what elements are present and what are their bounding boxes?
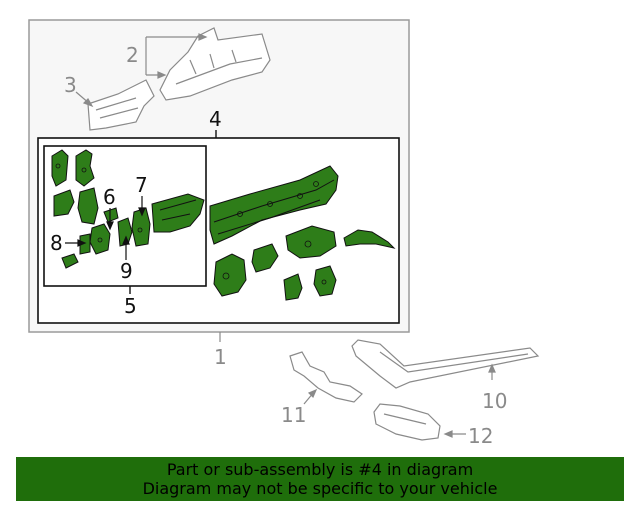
leader-10 xyxy=(488,363,496,380)
callout-11: 11 xyxy=(281,403,306,427)
part-10-outline[interactable] xyxy=(351,339,540,389)
info-banner: Part or sub-assembly is #4 in diagram Di… xyxy=(16,457,624,501)
subassembly-4-parts[interactable] xyxy=(209,165,396,301)
leader-11 xyxy=(303,388,318,405)
subassembly-5-details xyxy=(55,163,143,243)
callout-2: 2 xyxy=(126,43,139,67)
leader-8 xyxy=(65,239,87,247)
part-12-outline[interactable] xyxy=(373,403,441,441)
part-2-outline[interactable] xyxy=(159,27,271,101)
leader-6 xyxy=(106,208,114,231)
callout-12: 12 xyxy=(468,424,493,448)
callout-1: 1 xyxy=(214,345,227,369)
callout-9: 9 xyxy=(120,259,133,283)
callout-6: 6 xyxy=(103,185,116,209)
leader-9 xyxy=(122,235,130,260)
callout-7: 7 xyxy=(135,173,148,197)
callout-10: 10 xyxy=(482,389,507,413)
leader-7 xyxy=(138,196,146,217)
part-11-outline[interactable] xyxy=(289,351,363,403)
callout-3: 3 xyxy=(64,73,77,97)
banner-line-2: Diagram may not be specific to your vehi… xyxy=(142,479,498,498)
callout-5: 5 xyxy=(124,294,137,318)
banner-line-1: Part or sub-assembly is #4 in diagram xyxy=(166,460,474,479)
callout-4: 4 xyxy=(209,107,222,131)
leader-3 xyxy=(75,91,94,108)
subassembly-4-details xyxy=(222,181,327,285)
leader-12 xyxy=(443,430,466,438)
part-3-outline[interactable] xyxy=(87,79,155,131)
leader-2 xyxy=(145,33,208,79)
callout-8: 8 xyxy=(50,231,63,255)
